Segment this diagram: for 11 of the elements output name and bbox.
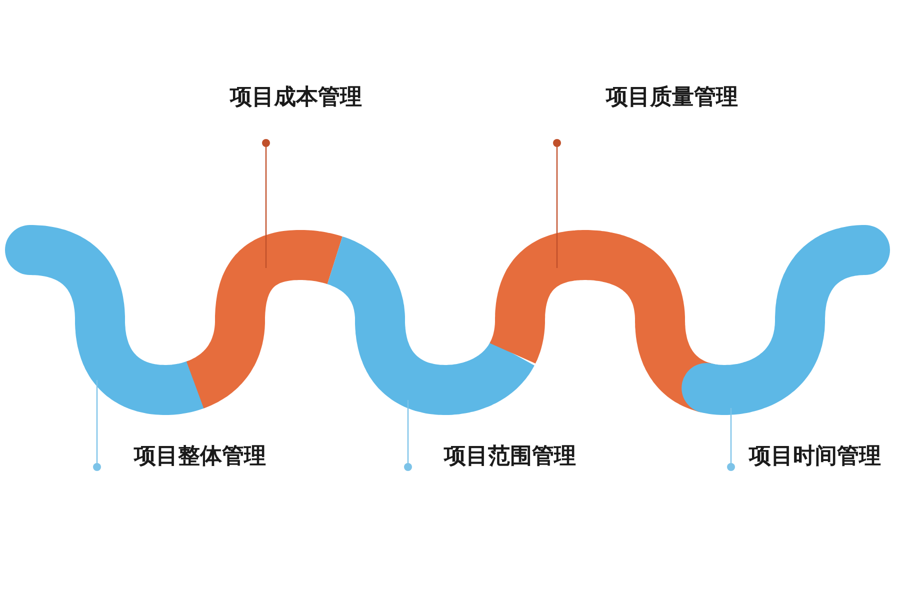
leader-line	[553, 139, 561, 268]
step-label: 项目时间管理	[749, 444, 881, 470]
wave-band	[682, 225, 890, 415]
leader-line	[404, 400, 412, 471]
leader-line	[262, 139, 270, 268]
step-label: 项目范围管理	[444, 444, 576, 470]
leader-line	[93, 380, 101, 471]
step-label: 项目成本管理	[230, 84, 362, 112]
step-label: 项目整体管理	[134, 444, 266, 470]
step-label: 项目质量管理	[606, 84, 738, 112]
leader-line	[727, 408, 735, 471]
